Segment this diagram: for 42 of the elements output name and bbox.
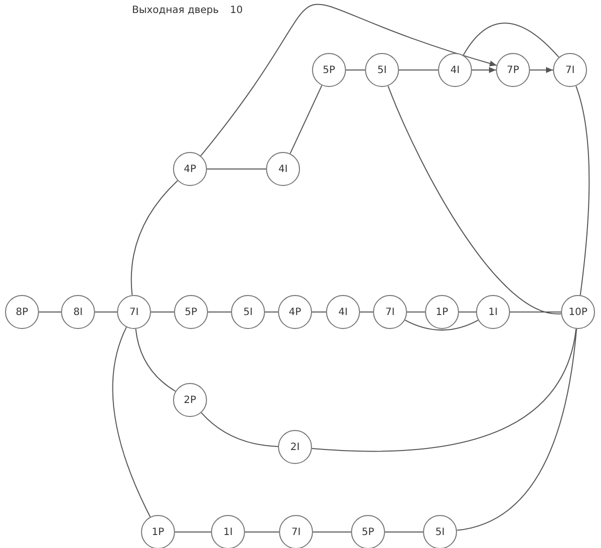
connector-line (404, 320, 479, 331)
connector-line (311, 328, 577, 452)
state-circle: 8P (5, 295, 39, 329)
state-circle: 5I (365, 53, 399, 87)
state-circle: 4I (326, 295, 360, 329)
state-circle: 4I (266, 152, 300, 186)
state-circle: 4P (278, 295, 312, 329)
connector-line (530, 67, 554, 73)
connector-line (112, 326, 151, 518)
state-circle: 2P (173, 383, 207, 417)
state-circle: 4I (438, 53, 472, 87)
state-circle: 1P (425, 295, 459, 329)
state-circle: 1I (211, 515, 245, 548)
state-circle: 5P (312, 53, 346, 87)
state-circle: 5P (351, 515, 385, 548)
caption-text: Выходная дверь (132, 5, 219, 16)
connector-line (206, 168, 266, 170)
state-circle: 2I (278, 430, 312, 464)
state-circle: 7P (496, 53, 530, 87)
state-circle: 1P (141, 515, 175, 548)
state-circle: 5P (174, 295, 208, 329)
state-circle: 7I (373, 295, 407, 329)
connector-line (456, 328, 578, 531)
connector-line (290, 84, 322, 154)
state-circle: 7I (117, 295, 151, 329)
state-circle: 1I (476, 295, 510, 329)
state-circle: 5I (231, 295, 265, 329)
state-circle: 5I (423, 515, 457, 548)
connector-line (462, 22, 560, 58)
connector-line (575, 85, 590, 296)
state-circle: 7I (553, 53, 587, 87)
connector-line (200, 412, 278, 447)
state-circle: 7I (279, 515, 313, 548)
connector-line (388, 85, 562, 314)
connector-line (135, 328, 176, 392)
number-label: 10 (230, 5, 243, 16)
state-circle: 4P (173, 152, 207, 186)
connector-line (200, 4, 498, 156)
connector-line (472, 67, 496, 73)
state-circle: 10P (561, 295, 595, 329)
state-circle: 8I (61, 295, 95, 329)
connector-line (130, 180, 178, 296)
